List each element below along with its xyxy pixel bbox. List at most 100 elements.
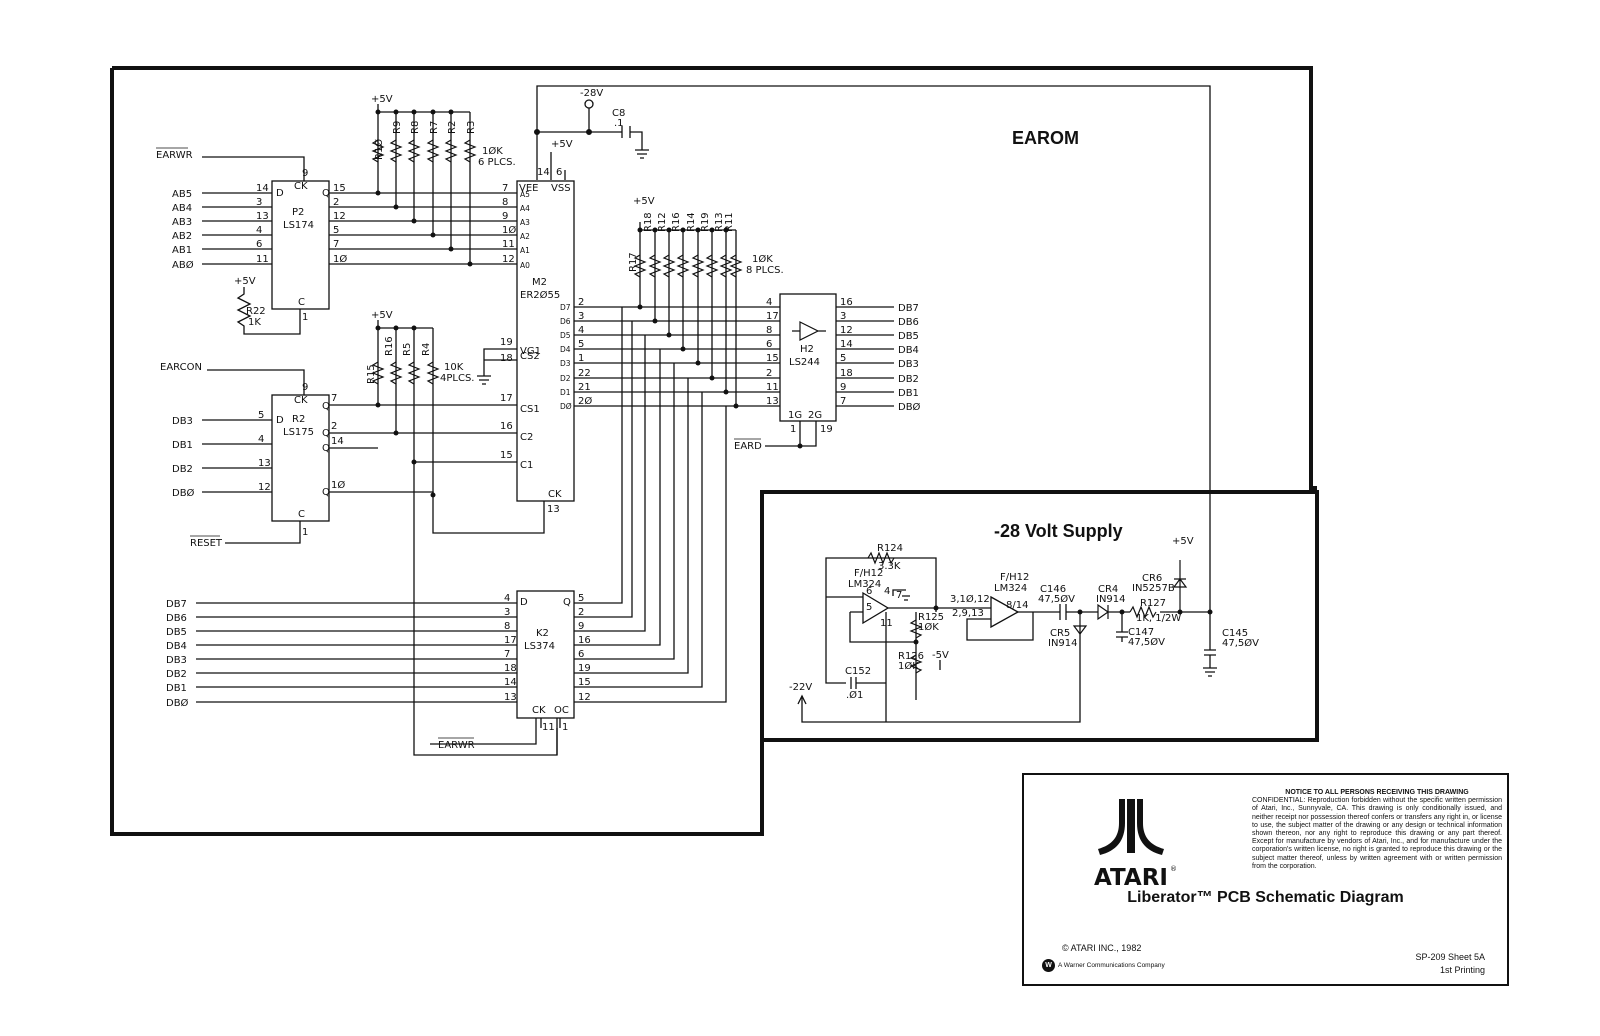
svg-text:C2: C2 [520,432,533,443]
p5v-mid: +5V [371,310,393,321]
address-input-label: AB2 [172,231,192,242]
resistor-label: R7 [429,121,440,134]
svg-text:C146: C146 [1040,584,1066,595]
resistor-label: R16 [384,336,395,356]
resistor-label: R15 [366,364,377,384]
pin-number: 14 [504,677,517,688]
pin-number: 13 [258,458,271,469]
pin-number: 11 [256,254,269,265]
svg-text:D: D [276,415,284,426]
pin-number: 16 [840,297,853,308]
k2-input-label: DB7 [166,599,187,610]
r2-ref: R2 [292,414,305,425]
pin-number: 14 [840,339,853,350]
svg-text:13: 13 [547,504,560,515]
pin-number: 8 [502,197,508,208]
svg-text:16: 16 [500,421,513,432]
svg-text:19: 19 [500,337,513,348]
pin-label: A0 [520,261,530,270]
pin-number: 5 [578,593,584,604]
svg-text:1Ø: 1Ø [331,479,345,491]
eard-label: EARD [734,441,762,452]
pin-label: A2 [520,232,530,241]
svg-text:.Ø1: .Ø1 [846,689,863,701]
svg-text:Q: Q [322,401,330,412]
svg-text:CS1: CS1 [520,404,540,415]
svg-text:4: 4 [884,586,890,597]
pin-number: 22 [578,368,591,379]
resistor-label: R1Ø [373,139,385,160]
svg-text:C145: C145 [1222,628,1248,639]
pin-number: 7 [504,649,510,660]
k2-input-label: DB5 [166,627,187,638]
svg-text:CK: CK [532,705,546,716]
data-bus-output-label: DB6 [898,317,919,328]
reset-label: RESET [190,538,223,549]
svg-text:1: 1 [302,312,308,323]
pin-number: 5 [333,225,339,236]
supply-border [760,490,1319,742]
resistor-note: 1ØK [752,253,773,265]
svg-text:1: 1 [302,527,308,538]
pin-number: 14 [256,183,269,194]
k2-input-label: DBØ [166,697,189,709]
pin-number: 6 [256,239,262,250]
pin-label: D7 [560,303,571,312]
svg-text:C8: C8 [612,108,625,119]
svg-text:6: 6 [556,167,562,178]
svg-text:11: 11 [542,722,555,733]
svg-text:R125: R125 [918,612,944,623]
k2-input-label: DB1 [166,683,187,694]
k2-input-label: DB4 [166,641,187,652]
earom-heading: EAROM [1012,128,1079,148]
pin-number: 3 [504,607,510,618]
resistor-label: R19 [700,212,711,232]
earom-border-left [110,68,764,836]
pin-number: 17 [766,311,779,322]
svg-text:CK: CK [548,489,562,500]
data-bus-output-label: DB3 [898,359,919,370]
earwr-bottom-label: EARWR [438,740,475,751]
pin-number: 2Ø [578,395,592,407]
p5v-r22: +5V [234,276,256,287]
pin-number: 4 [258,434,264,445]
svg-text:CR5: CR5 [1050,628,1070,639]
pin-label: A4 [520,204,530,213]
pin-number: 2 [333,197,339,208]
pin-number: 12 [333,211,346,222]
svg-text:CR4: CR4 [1098,584,1118,595]
svg-text:C1: C1 [520,460,533,471]
svg-text:2G: 2G [808,410,822,421]
data-bus-output-label: DB1 [898,388,919,399]
pin-number: 8 [504,621,510,632]
pin-number: 2 [766,368,772,379]
chip-p2 [271,180,330,310]
data-bus-output-label: DB2 [898,374,919,385]
pin-label: A5 [520,190,530,199]
r2-input-label: DB3 [172,416,193,427]
svg-text:1ØK: 1ØK [898,660,919,672]
pin-number: 15 [766,353,779,364]
pin-number: 7 [502,183,508,194]
address-input-label: AB4 [172,203,192,214]
atari-logo: ATARI ® [1094,799,1176,891]
svg-text:VG1: VG1 [520,346,541,357]
r2-input-label: DBØ [172,487,195,499]
svg-text:19: 19 [820,424,833,435]
resistor-label: R4 [421,343,432,356]
pin-label: D3 [560,359,571,368]
p5v-right: +5V [633,196,655,207]
resistor-label: R9 [392,121,403,134]
svg-text:5: 5 [866,602,872,613]
pin-number: 12 [258,482,271,493]
resistor-label: R8 [410,121,421,134]
svg-text:R126: R126 [898,651,924,662]
pin-number: 3 [256,197,262,208]
svg-text:CK: CK [294,395,308,406]
svg-text:15: 15 [500,450,513,461]
resistor-note: 6 PLCS. [478,157,516,168]
svg-text:R127: R127 [1140,598,1166,609]
svg-text:Q: Q [322,443,330,454]
pin-number: 13 [256,211,269,222]
svg-text:Q: Q [322,428,330,439]
